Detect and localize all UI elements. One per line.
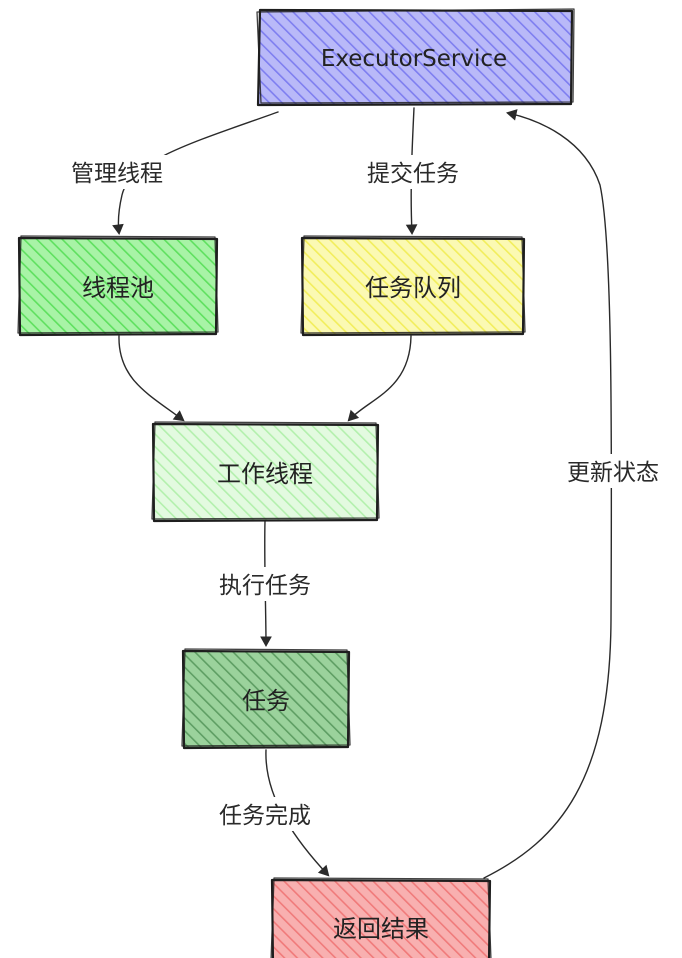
node-return-result: 返回结果	[270, 877, 492, 958]
edge-update-status	[483, 109, 613, 879]
node-thread-pool: 线程池	[17, 235, 219, 337]
node-label-thread-pool: 线程池	[82, 274, 154, 302]
edge-pool-to-worker	[118, 335, 185, 422]
node-label-executor-service: ExecutorService	[321, 46, 507, 72]
node-executor-service: ExecutorService	[256, 8, 575, 107]
edge-label-submit-task: 提交任务	[367, 161, 459, 187]
edge-queue-to-worker	[347, 335, 412, 422]
node-label-worker-thread: 工作线程	[217, 460, 313, 488]
edge-label-manage-threads: 管理线程	[71, 161, 163, 187]
edge-label-task-complete: 任务完成	[219, 803, 311, 829]
edge-labels: 管理线程 提交任务 执行任务 任务完成 更新状态	[58, 155, 672, 831]
node-label-task-queue: 任务队列	[365, 274, 461, 302]
node-task: 任务	[181, 648, 351, 750]
node-label-return-result: 返回结果	[333, 915, 429, 943]
node-task-queue: 任务队列	[300, 235, 526, 337]
edge-label-execute-task: 执行任务	[219, 573, 311, 599]
edge-label-update-status: 更新状态	[567, 460, 659, 486]
node-label-task: 任务	[242, 687, 290, 715]
node-worker-thread: 工作线程	[151, 421, 380, 523]
